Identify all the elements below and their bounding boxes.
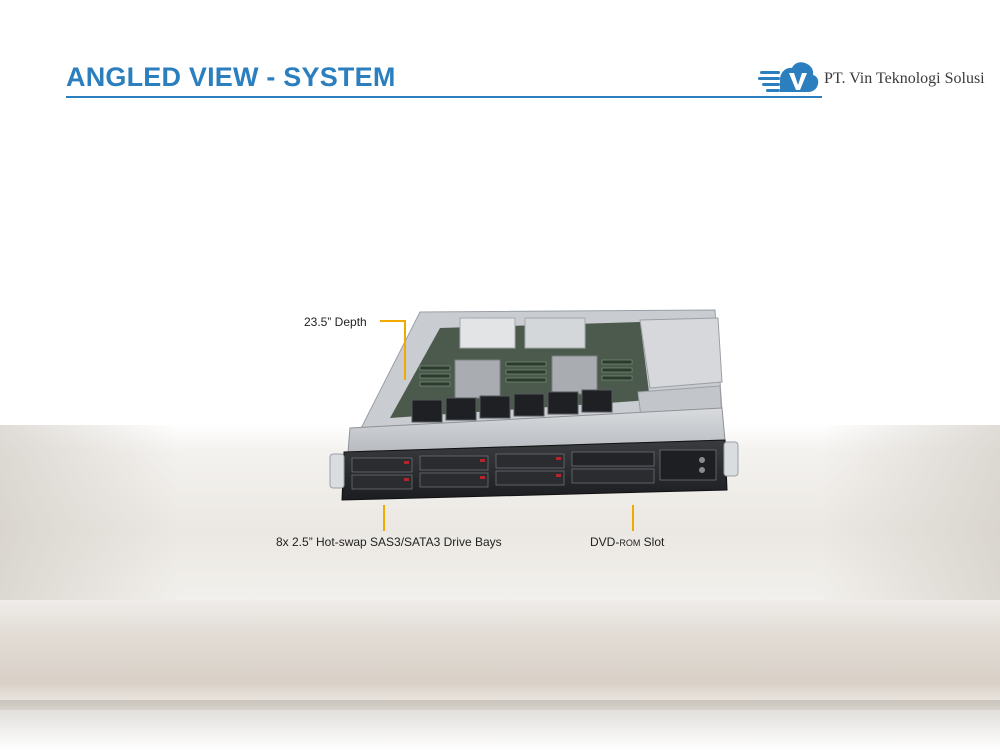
drive-bays-callout-label: 8x 2.5” Hot-swap SAS3/SATA3 Drive Bays (276, 535, 502, 549)
brand-logo: PT. Vin Teknologi Solusi (758, 58, 990, 100)
dvd-suffix: Slot (640, 535, 665, 549)
cloud-v-logo-icon (758, 62, 819, 92)
depth-callout-label: 23.5” Depth (304, 315, 367, 329)
display-shelf-front (0, 600, 1000, 710)
dvd-rom-smallcaps: ROM (619, 538, 641, 548)
slide-title: ANGLED VIEW - SYSTEM (66, 62, 396, 92)
dvd-rom-leader-line (632, 505, 634, 531)
drive-bays-leader-line (383, 505, 385, 531)
depth-leader-line-vertical (404, 320, 406, 380)
company-name: PT. Vin Teknologi Solusi (824, 70, 985, 87)
dvd-prefix: DVD- (590, 535, 620, 549)
depth-leader-line (380, 320, 406, 322)
dvd-rom-callout-label: DVD-ROM Slot (590, 535, 664, 549)
title-underline (66, 96, 822, 98)
display-shelf-shadow (0, 700, 1000, 750)
server-chassis-image (329, 309, 739, 501)
